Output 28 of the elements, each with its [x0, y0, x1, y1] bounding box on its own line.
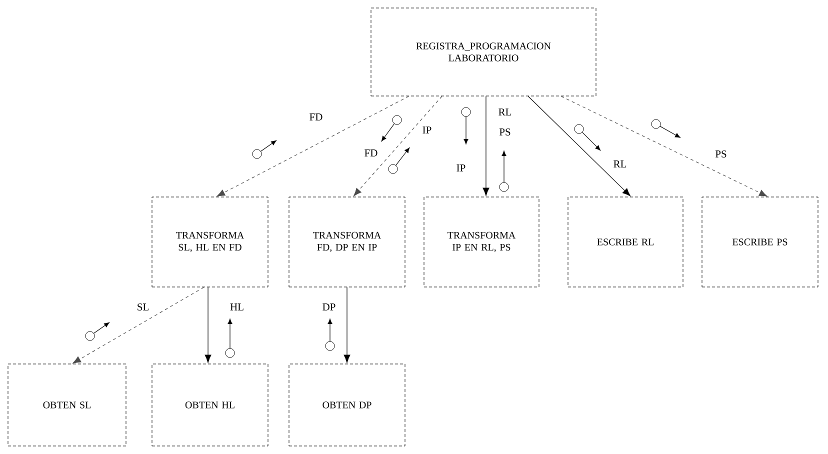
arrow [354, 96, 442, 196]
module-box: ESCRIBE RL [568, 196, 684, 288]
module-box: TRANSFORMA FD, DP EN IP [288, 196, 406, 288]
arrow [528, 96, 630, 196]
couple-label: FD [364, 150, 378, 156]
couple-label: DP [322, 304, 336, 310]
couple-label: IP [456, 164, 466, 172]
arrow [482, 96, 490, 196]
module-box: OBTEN HL [152, 364, 268, 446]
module-box: TRANSFORMA SL, HL EN FD [152, 196, 268, 288]
couple-label: RL [614, 160, 626, 168]
arrow [216, 96, 410, 196]
couple-label: PS [715, 150, 726, 158]
arrow [72, 286, 204, 364]
module-box: ESCRIBE PS [702, 196, 818, 288]
couple-label: SL [138, 303, 148, 311]
arrow [344, 286, 350, 363]
module-box: OBTEN DP [288, 364, 406, 446]
module-box: TRANSFORMA IP EN RL, PS [424, 196, 540, 288]
couple-label: RL [498, 108, 512, 116]
arrow [560, 96, 768, 197]
module-box: OBTEN SL [8, 364, 126, 446]
couple-label: FD [310, 114, 322, 120]
arrow [204, 286, 212, 363]
couple-label: IP [422, 126, 432, 134]
module-box: REGISTRA_PROGRAMACION LABORATORIO [370, 8, 596, 96]
couple-label: PS [499, 128, 510, 136]
couple-label: HL [230, 304, 244, 310]
